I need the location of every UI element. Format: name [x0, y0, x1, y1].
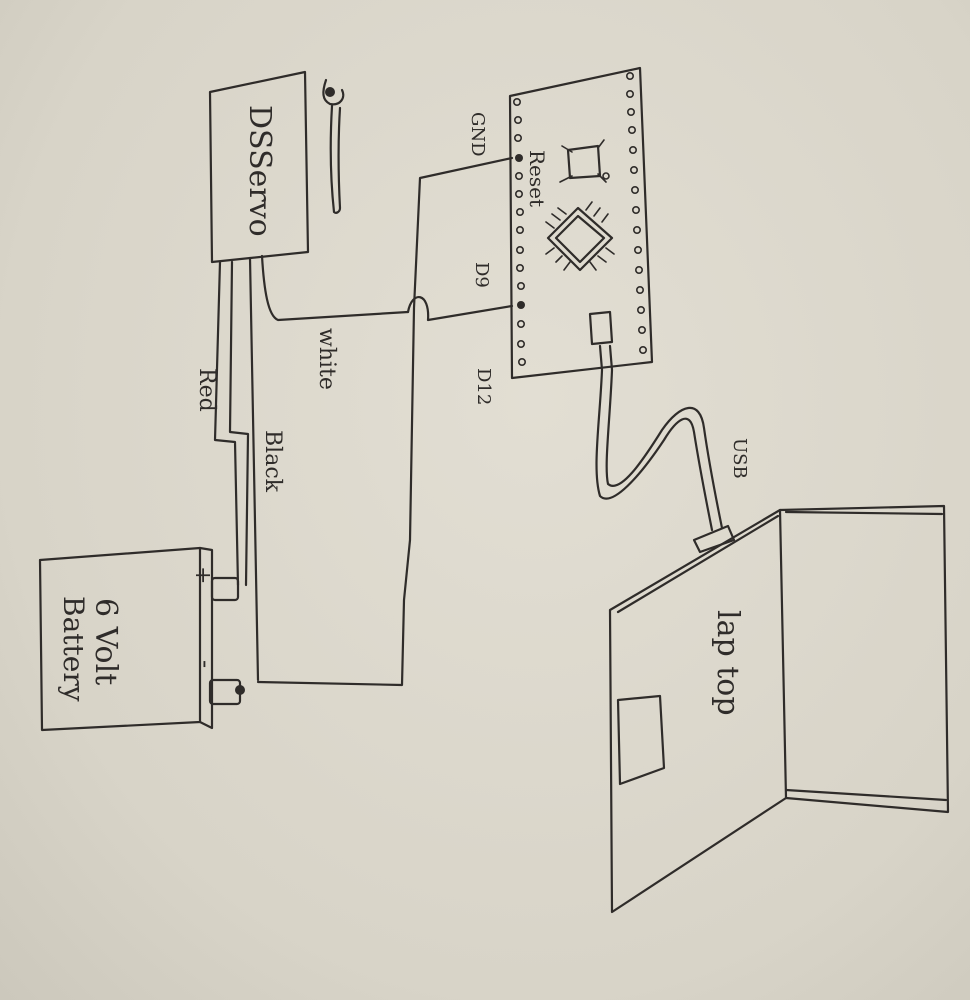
- laptop-screen-edge: [784, 510, 944, 516]
- pin-d9-label: D9: [471, 262, 492, 288]
- laptop-base-edge: [616, 514, 780, 614]
- laptop-hinge: [784, 788, 948, 802]
- board-outline: [508, 66, 654, 380]
- servo-shaft: [325, 87, 335, 97]
- pin-d12-label: D12: [473, 368, 494, 405]
- red-wire-label: Red: [194, 368, 219, 412]
- usb-cable-line-a: [595, 344, 714, 532]
- arduino-board: Reset GND D9 D12: [467, 66, 654, 405]
- laptop-touchpad: [616, 694, 666, 786]
- laptop-label: lap top: [710, 610, 745, 716]
- servo-component: DSServo: [208, 70, 345, 264]
- usb-cable-line-b: [605, 344, 724, 530]
- servo-label: DSServo: [242, 105, 277, 237]
- battery-plus-terminal: [210, 576, 240, 602]
- reset-button-drawing: [559, 139, 610, 183]
- microcontroller-chip: [545, 201, 615, 272]
- battery-label-volt: 6 Volt: [88, 598, 123, 685]
- laptop-base: [608, 508, 788, 914]
- battery-minus-label: -: [192, 660, 220, 668]
- white-wire-hop: [406, 296, 514, 322]
- battery-component: + - 6 Volt Battery: [38, 546, 245, 732]
- battery-plus-label: +: [190, 566, 215, 584]
- red-wire: [213, 260, 240, 587]
- usb-cable: USB: [595, 344, 750, 554]
- battery-minus-node: [235, 685, 245, 695]
- white-wire: [260, 254, 410, 322]
- battery-label-battery: Battery: [57, 596, 90, 702]
- servo-horn: [322, 78, 345, 106]
- reset-label: Reset: [525, 150, 549, 207]
- usb-port: [588, 310, 614, 346]
- usb-label: USB: [729, 438, 750, 479]
- pin-gnd-label: GND: [467, 112, 488, 157]
- red-wire-edge: [228, 260, 250, 587]
- laptop-screen: [778, 504, 950, 814]
- black-wire-label: Black: [260, 430, 285, 493]
- servo-wires: Red Black white: [194, 254, 514, 682]
- servo-arm: [329, 104, 342, 214]
- board-right-header: [625, 72, 647, 354]
- usb-plug: [692, 524, 736, 554]
- black-wire: [248, 256, 260, 682]
- servo-outline: [208, 70, 310, 264]
- battery-side: [198, 546, 214, 730]
- white-wire-label: white: [314, 328, 339, 390]
- board-left-header: [512, 98, 526, 366]
- ground-wire: [256, 156, 514, 687]
- laptop-component: lap top: [608, 504, 950, 914]
